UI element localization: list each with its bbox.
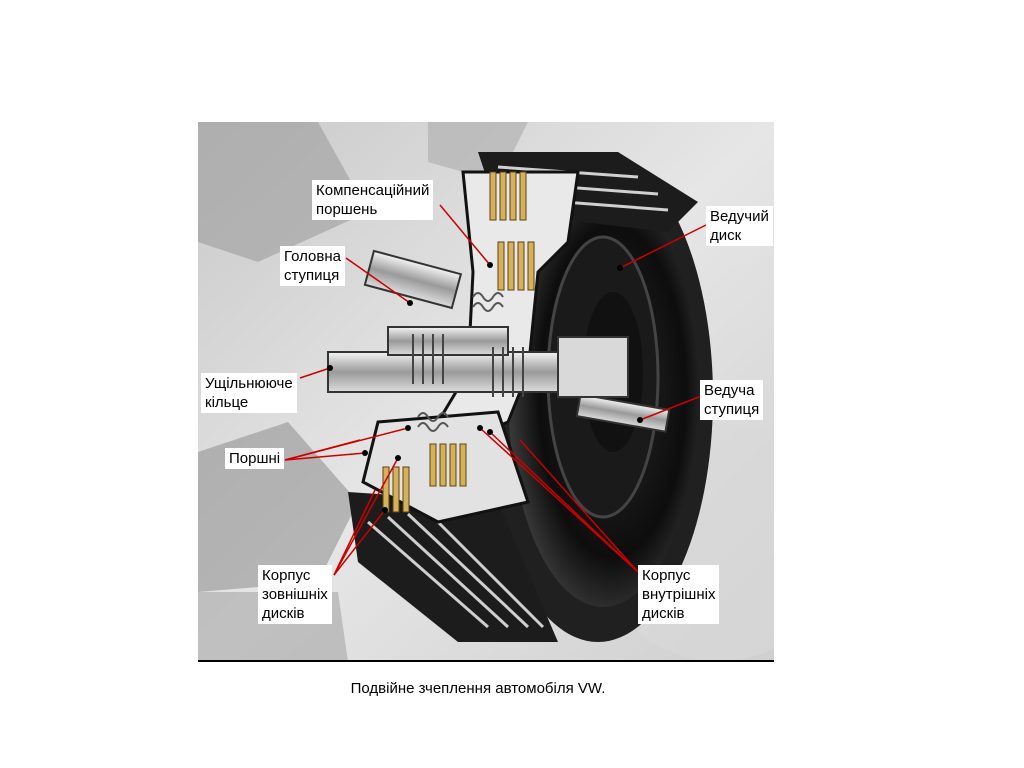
label-line: Ведуча [704, 382, 755, 399]
figure-baseline [198, 660, 774, 662]
label-main-hub: Головна ступиця [280, 246, 345, 286]
label-line: Корпус [262, 567, 311, 584]
figure-caption: Подвійне зчеплення автомобіля VW. [350, 680, 606, 697]
label-outer-disc-carrier: Корпус зовнішніх дисків [258, 565, 332, 624]
label-compensating-piston: Компенсаційний поршень [312, 180, 434, 220]
label-line: поршень [316, 201, 378, 218]
label-line: ступиця [284, 267, 340, 284]
label-line: Компенсаційний [316, 182, 430, 199]
label-line: Ущільнююче [205, 375, 293, 392]
label-line: дисків [262, 605, 305, 622]
label-line: Ведучий [710, 208, 769, 225]
label-line: зовнішніх [262, 586, 328, 603]
label-line: Поршні [229, 450, 281, 467]
label-line: Головна [284, 248, 341, 265]
label-pistons: Поршні [225, 448, 285, 469]
label-sealing-ring: Ущільнююче кільце [201, 373, 297, 413]
label-line: внутрішніх [642, 586, 716, 603]
label-line: ступиця [704, 401, 760, 418]
label-line: Корпус [642, 567, 691, 584]
label-drive-disc: Ведучий диск [706, 206, 773, 246]
label-line: диск [710, 227, 742, 244]
label-drive-hub: Ведуча ступиця [700, 380, 764, 420]
label-line: кільце [205, 394, 249, 411]
label-line: дисків [642, 605, 685, 622]
label-inner-disc-carrier: Корпус внутрішніх дисків [638, 565, 720, 624]
